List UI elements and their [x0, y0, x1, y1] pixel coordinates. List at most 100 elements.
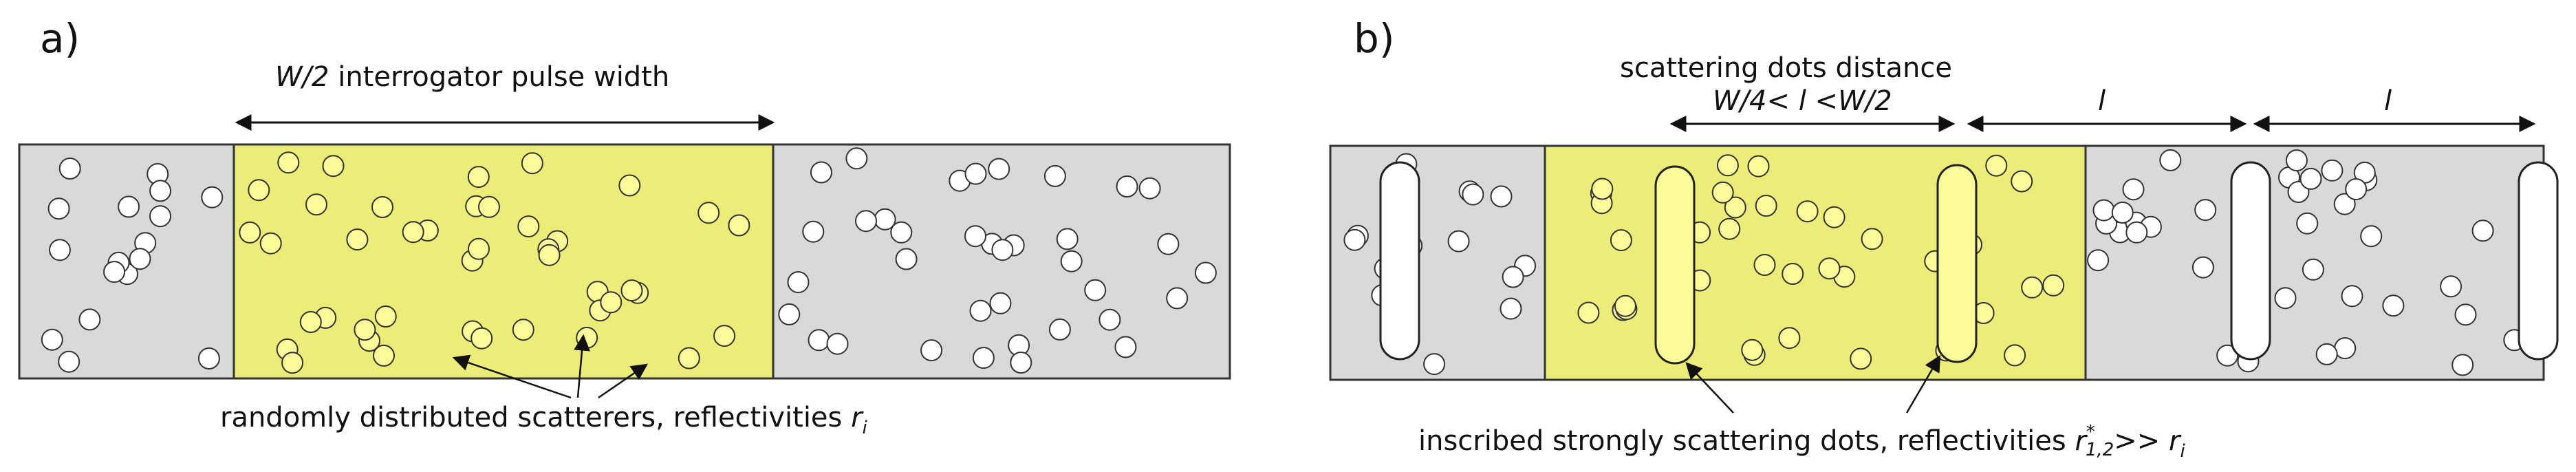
scatterer-dot	[277, 151, 300, 174]
scatterer-dot	[2125, 221, 2148, 244]
scatterer-dot	[1755, 195, 1777, 217]
scatterer-dot	[248, 179, 270, 202]
scatterer-dot	[964, 162, 987, 185]
scatterer-dot	[1116, 175, 1138, 197]
scatterer-dot	[305, 193, 327, 216]
scatterer-dot	[149, 205, 171, 228]
strong-dot-yellow-1	[1654, 165, 1696, 365]
scatterer-dot	[259, 232, 282, 255]
pulse-width-label: W/2 interrogator pulse width	[275, 61, 669, 93]
scatterer-dot	[1753, 254, 1776, 276]
panel-a: a) W/2 interrogator pulse width randomly…	[18, 15, 1231, 438]
scatterer-dot	[346, 228, 369, 251]
distance-label-l-1: l	[2098, 85, 2106, 117]
scatterer-dot	[299, 311, 322, 333]
scatterer-dot	[826, 332, 849, 355]
scatterer-dot	[354, 319, 376, 341]
scatterer-dot	[802, 220, 825, 243]
scatterer-dot	[1056, 228, 1079, 250]
scatterer-dot	[728, 214, 750, 237]
scatterer-dot	[521, 152, 543, 175]
scatterer-dot	[920, 339, 943, 362]
scatterers-a	[41, 147, 1217, 374]
scatterer-dot	[49, 239, 71, 261]
scatterer-dot	[2440, 275, 2463, 298]
scatterer-dot	[1716, 154, 1739, 177]
scatterer-dot	[197, 347, 220, 369]
scatterer-dot	[1462, 183, 1484, 206]
scatterer-dot	[1850, 347, 1872, 370]
distance-condition: W/4< l <W/2	[1713, 85, 1892, 117]
scatterer-dot	[1098, 308, 1121, 331]
scatterer-dot	[2111, 202, 2134, 224]
scatterer-dot	[1782, 263, 1804, 285]
scatterer-dot	[58, 158, 81, 180]
scatterer-dot	[895, 248, 918, 270]
scatterer-dot	[468, 237, 490, 260]
scatterer-dot	[618, 174, 641, 197]
scatterer-dot	[2315, 343, 2338, 365]
scatterer-dot	[2004, 344, 2026, 367]
scatterer-dot	[2159, 149, 2182, 171]
scatterer-dot	[467, 166, 490, 189]
scatterer-dot	[1194, 261, 1217, 284]
scatterer-dot	[1741, 339, 1764, 361]
scatterer-dot	[41, 328, 63, 351]
scatterer-dot	[322, 155, 345, 178]
scatterer-dot	[810, 161, 832, 184]
scatterer-dot	[787, 271, 810, 294]
scatterer-dot	[2011, 170, 2033, 193]
scatterer-dot	[103, 261, 126, 283]
scatterer-dot	[2042, 274, 2065, 297]
scatterer-dot	[2296, 212, 2319, 235]
pointer-arrow-a3	[598, 363, 648, 399]
panel-b: b) scattering dots distance W/4< l <W/2 …	[1329, 15, 2559, 462]
scatterer-dot	[1711, 181, 1734, 204]
scatterer-dot	[1985, 154, 2008, 177]
scatterer-dot	[1423, 353, 1446, 376]
scatterer-dot	[402, 221, 424, 244]
scatterer-dot	[1724, 196, 1746, 219]
scatterer-dot	[2274, 287, 2297, 310]
pointer-arrow-b2	[1905, 354, 1941, 414]
scatterer-dot	[2194, 199, 2217, 222]
pointer-arrow-b1	[1685, 362, 1734, 414]
scatterer-dot	[845, 147, 868, 170]
scatterer-dot	[620, 279, 643, 302]
scatterer-dot	[1818, 257, 1841, 280]
scatterer-dot	[2333, 193, 2356, 215]
scatterer-dot	[374, 305, 397, 328]
scatterer-dot	[2285, 149, 2308, 172]
scatterer-dot	[78, 308, 101, 331]
pointer-arrow-a1	[452, 354, 572, 399]
scatterer-dot	[1500, 297, 1522, 320]
scatterer-dot	[991, 239, 1014, 261]
scatterer-dot	[2302, 258, 2324, 281]
scatterer-dot	[576, 326, 598, 349]
scatterer-dot	[1591, 178, 1614, 200]
scatterer-dot	[2345, 178, 2368, 200]
panel-b-label: b)	[1354, 15, 1394, 62]
scatterer-dot	[118, 195, 140, 218]
scatterer-dot	[2092, 199, 2115, 222]
scatterer-dot	[1157, 233, 1180, 255]
scatterer-dot	[964, 225, 986, 248]
scatterer-dot	[2191, 256, 2214, 279]
scatterer-dot	[538, 244, 561, 266]
scatterer-dot	[149, 180, 172, 202]
scatterer-dot	[2341, 285, 2363, 308]
caption-b: inscribed strongly scattering dots, refl…	[1418, 422, 2185, 462]
pulse-region-a	[232, 143, 775, 380]
scatterer-dot	[201, 186, 224, 208]
scatterer-dot	[2021, 276, 2044, 299]
distance-label-l-2: l	[2384, 85, 2392, 117]
scatterer-dot	[1610, 229, 1632, 252]
scatterer-dot	[1166, 287, 1189, 310]
pointer-arrow-a2	[574, 334, 591, 398]
scatterer-dot	[1010, 352, 1032, 374]
scatterer-dot	[1138, 177, 1161, 200]
scatterer-dot	[2299, 167, 2322, 190]
strong-dot-white-2	[2230, 161, 2271, 361]
strong-dot-white-1	[1379, 161, 1420, 361]
